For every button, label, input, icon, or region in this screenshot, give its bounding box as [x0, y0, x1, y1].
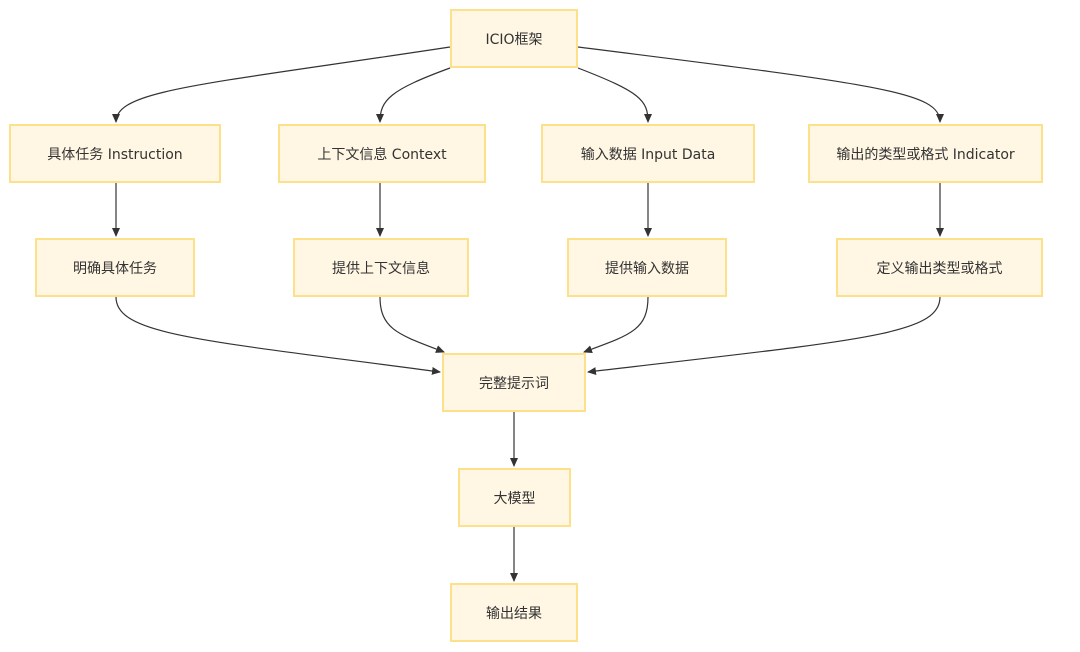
- node-step-input: 提供输入数据: [567, 238, 727, 297]
- node-label: 输出的类型或格式 Indicator: [836, 146, 1015, 163]
- node-label: 完整提示词: [479, 375, 549, 392]
- node-output: 输出结果: [450, 583, 578, 642]
- edge-step-instruction-prompt: [115, 296, 441, 375]
- node-label: ICIO框架: [485, 31, 543, 48]
- edge-step-indicator-prompt: [587, 296, 941, 376]
- node-input: 输入数据 Input Data: [541, 124, 755, 183]
- edge-step-input-prompt: [583, 296, 649, 353]
- node-indicator: 输出的类型或格式 Indicator: [808, 124, 1043, 183]
- edge-step-context-prompt: [379, 296, 445, 353]
- node-label: 输出结果: [486, 605, 542, 622]
- node-step-context: 提供上下文信息: [293, 238, 469, 297]
- node-label: 定义输出类型或格式: [876, 260, 1003, 277]
- node-label: 提供输入数据: [605, 260, 689, 277]
- node-label: 明确具体任务: [73, 260, 157, 277]
- node-model: 大模型: [458, 468, 571, 527]
- node-label: 具体任务 Instruction: [47, 146, 183, 163]
- edge-root-input: [577, 67, 652, 123]
- edge-root-indicator: [577, 46, 944, 123]
- edge-root-instruction: [112, 46, 451, 123]
- node-label: 提供上下文信息: [332, 260, 430, 277]
- edge-root-context: [376, 67, 451, 123]
- node-label: 上下文信息 Context: [317, 146, 447, 163]
- node-instruction: 具体任务 Instruction: [9, 124, 221, 183]
- node-prompt: 完整提示词: [442, 353, 586, 412]
- node-root: ICIO框架: [450, 9, 578, 68]
- node-context: 上下文信息 Context: [278, 124, 486, 183]
- node-step-instruction: 明确具体任务: [35, 238, 195, 297]
- node-step-indicator: 定义输出类型或格式: [836, 238, 1043, 297]
- node-label: 大模型: [493, 490, 536, 507]
- node-label: 输入数据 Input Data: [580, 146, 716, 163]
